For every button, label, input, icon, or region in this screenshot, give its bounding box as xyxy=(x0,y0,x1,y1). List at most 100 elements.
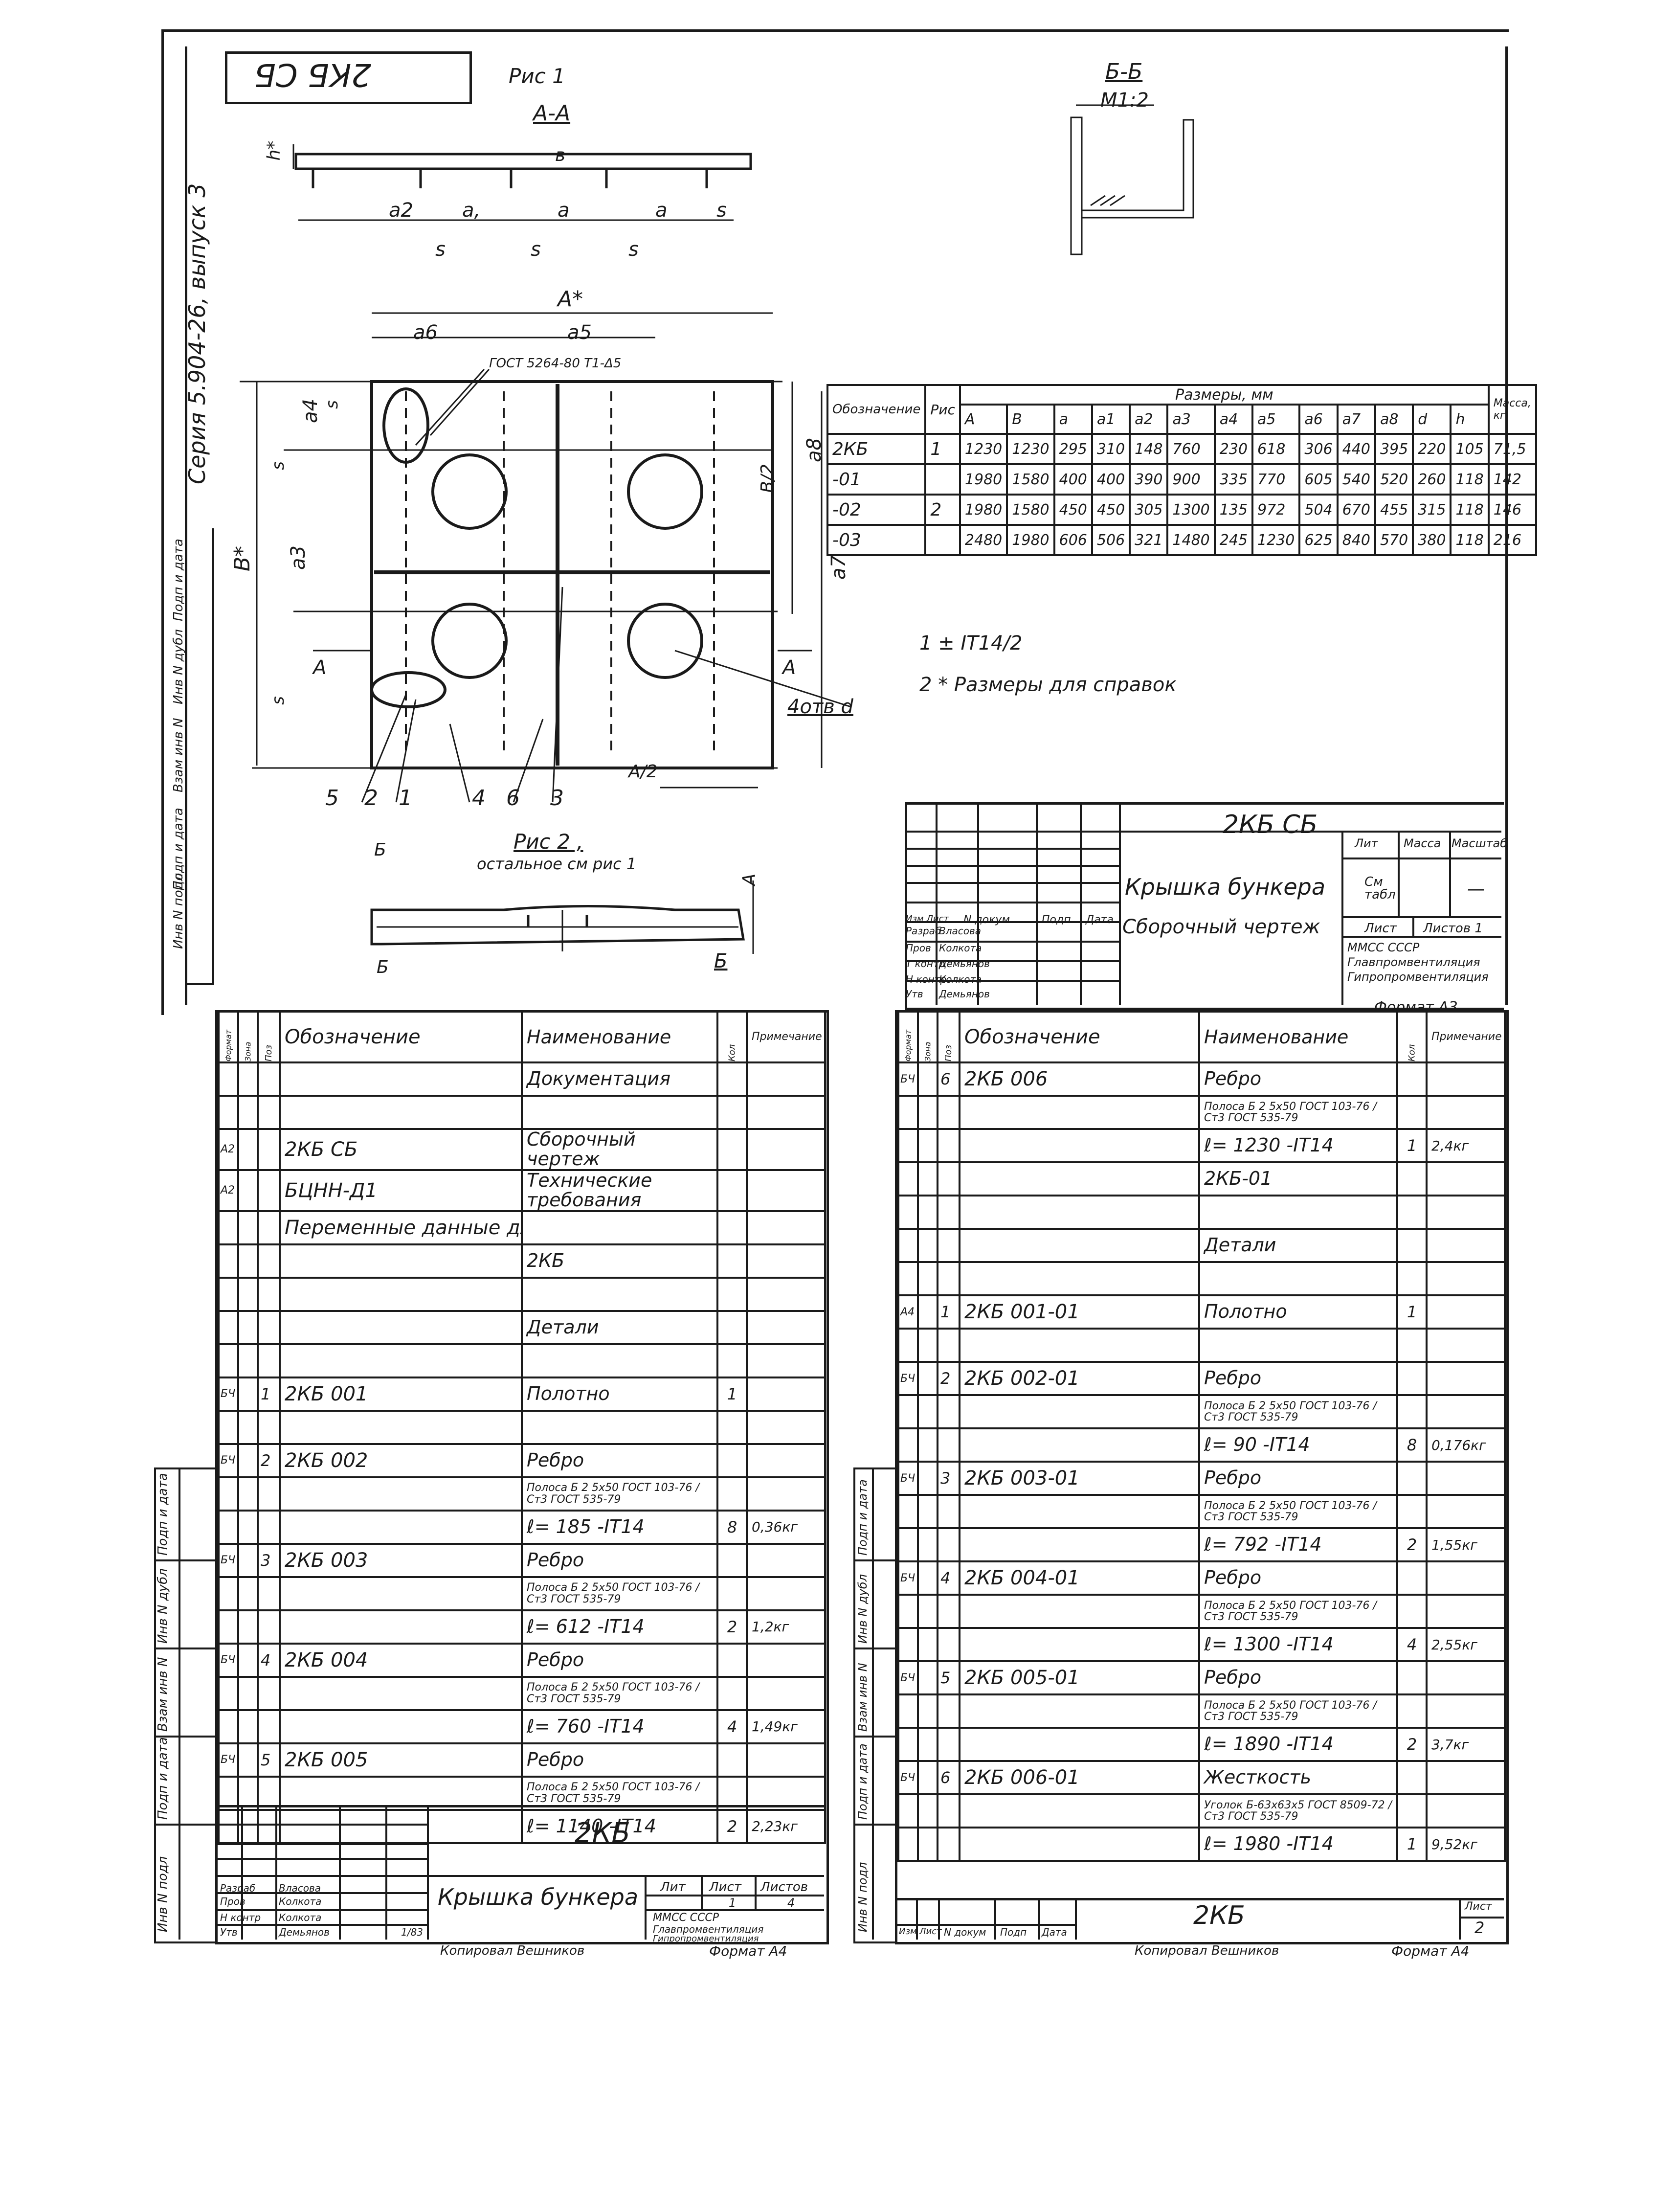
dims-cell: 306 xyxy=(1298,433,1339,465)
spec-cell-note xyxy=(1426,1660,1506,1695)
dims-cell: 606 xyxy=(1053,524,1093,556)
spec-cell-fmt: БЧ xyxy=(218,1542,239,1578)
spec-cell-name: Ребро xyxy=(521,1642,718,1678)
spec-cell-note xyxy=(746,1476,826,1512)
spec-right-header: Формат Зона Поз Обозначение Наименование… xyxy=(898,1010,1506,1063)
spec-cell-fmt xyxy=(218,1808,239,1844)
spec-cell-fmt xyxy=(218,1609,239,1645)
top-person-role-1: Пров xyxy=(906,942,931,954)
dim-a: a xyxy=(558,199,570,222)
dims-cell: 450 xyxy=(1053,494,1093,526)
spec-cell-name: Детали xyxy=(521,1309,718,1345)
spec-left-person-role-0: Разраб xyxy=(220,1882,256,1894)
spec-left-header: Формат Зона Поз Обозначение Наименование… xyxy=(219,1010,826,1063)
spec-left-person-name-3: Демьянов xyxy=(279,1926,330,1938)
spec-cell-qty xyxy=(716,1642,748,1678)
spec-cell-qty xyxy=(716,1128,748,1171)
spec-left-h-qty: Кол xyxy=(717,1011,747,1062)
dim-a-2: a xyxy=(655,199,668,222)
spec-cell-name: 2КБ xyxy=(521,1243,718,1279)
spec-left-person-name-1: Колкота xyxy=(279,1896,322,1907)
spec-left-footer-grid xyxy=(218,1805,824,1940)
spec-left-h-fmt: Формат xyxy=(219,1011,238,1062)
spec-cell-note xyxy=(1426,1693,1506,1729)
spec-cell-des xyxy=(279,1343,523,1378)
spec-cell-name xyxy=(1198,1195,1398,1230)
spec-row xyxy=(218,1095,826,1130)
spec-cell-des: 2КБ 003 xyxy=(279,1542,523,1578)
spec-cell-des xyxy=(279,1095,523,1130)
dims-col-h: h xyxy=(1450,404,1490,435)
spec-cell-qty xyxy=(1396,1261,1428,1296)
spec-cell-note xyxy=(746,1128,826,1171)
spec-cell-qty xyxy=(716,1095,748,1130)
top-title-org2: Главпромвентиляция xyxy=(1347,955,1480,969)
poz-2: 2 xyxy=(364,786,378,811)
spec-cell-zone xyxy=(237,1309,259,1345)
spec-cell-zone xyxy=(917,1827,938,1862)
spec-cell-des xyxy=(279,1609,523,1645)
spec-cell-poz xyxy=(257,1276,281,1312)
dims-header-cell-fig: Рис xyxy=(924,384,961,435)
spec-cell-fmt xyxy=(218,1061,239,1097)
spec-cell-note: 1,49кг xyxy=(746,1709,826,1744)
spec-cell-zone xyxy=(237,1709,259,1744)
dims-row-0: 2КБ 1 1230 1230 295 310 148 760 230 618 … xyxy=(826,433,1537,465)
poz-4: 4 xyxy=(472,786,486,811)
spec-cell-des: 2КБ 005 xyxy=(279,1742,523,1778)
spec-cell-name: Жесткость xyxy=(1198,1760,1398,1795)
spec-cell-poz xyxy=(257,1675,281,1711)
dims-cell: 1230 xyxy=(1251,524,1301,556)
spec-row xyxy=(897,1328,1506,1363)
dim-h: h* xyxy=(264,140,284,161)
spec-cell-poz xyxy=(937,1161,960,1196)
spec-right-table: Формат Зона Поз Обозначение Наименование… xyxy=(897,1010,1506,1862)
dims-cell: 1580 xyxy=(1006,494,1055,526)
spec-cell-poz xyxy=(937,1527,960,1562)
spec-cell-poz xyxy=(937,1195,960,1230)
dims-cell: -01 xyxy=(826,463,927,496)
dimension-lines xyxy=(240,312,851,789)
spec-cell-name: ℓ= 90 -IT14 xyxy=(1198,1427,1398,1463)
top-title-mass: Масса xyxy=(1404,836,1441,850)
spec-cell-zone xyxy=(237,1343,259,1378)
dims-cell: 305 xyxy=(1129,494,1169,526)
spec-left-footer-name: Крышка бункера xyxy=(438,1884,639,1910)
top-title-block-grid xyxy=(905,802,1501,1005)
spec-cell-des xyxy=(279,1409,523,1445)
fig1-label: Рис 1 xyxy=(509,64,565,88)
dims-cell: 400 xyxy=(1053,463,1093,496)
spec-right-role-1: Лист xyxy=(919,1926,942,1937)
spec-cell-fmt xyxy=(897,1128,919,1163)
spec-cell-fmt xyxy=(897,1095,919,1130)
spec-right-footer xyxy=(897,1898,1504,1942)
spec-cell-fmt xyxy=(897,1793,919,1828)
dim-s-6: s xyxy=(268,461,288,470)
spec-cell-des xyxy=(959,1793,1200,1828)
spec-cell-name xyxy=(521,1343,718,1378)
spec-left-h-name: Наименование xyxy=(521,1010,718,1063)
spec-right-h-poz: Поз xyxy=(938,1011,960,1062)
top-title-sheet: Лист xyxy=(1364,921,1397,936)
dims-col-a1: a1 xyxy=(1091,404,1131,435)
dims-cell: 1230 xyxy=(959,433,1008,465)
spec-cell-des: 2КБ 002 xyxy=(279,1443,523,1478)
spec-cell-des: 2КБ 002-01 xyxy=(959,1361,1200,1396)
top-person-name-0: Власова xyxy=(939,925,982,937)
spec-cell-name: Уголок Б-63x63x5 ГОСТ 8509-72 / Ст3 ГОСТ… xyxy=(1198,1793,1398,1828)
dim-B-star: В* xyxy=(230,545,255,572)
cut-A-right: А xyxy=(782,656,796,679)
spec-cell-zone xyxy=(917,1328,938,1363)
spec-cell-poz xyxy=(257,1709,281,1744)
spec-cell-note xyxy=(1426,1494,1506,1529)
gost-note: ГОСТ 5264-80 Т1-Δ5 xyxy=(489,356,622,371)
spec-right-margin-4: Подп и дата xyxy=(856,1479,870,1556)
fig2-cut-A: А xyxy=(739,873,759,886)
spec-cell-fmt xyxy=(218,1243,239,1279)
spec-cell-qty xyxy=(1396,1461,1428,1496)
spec-cell-des: 2КБ 005-01 xyxy=(959,1660,1200,1695)
